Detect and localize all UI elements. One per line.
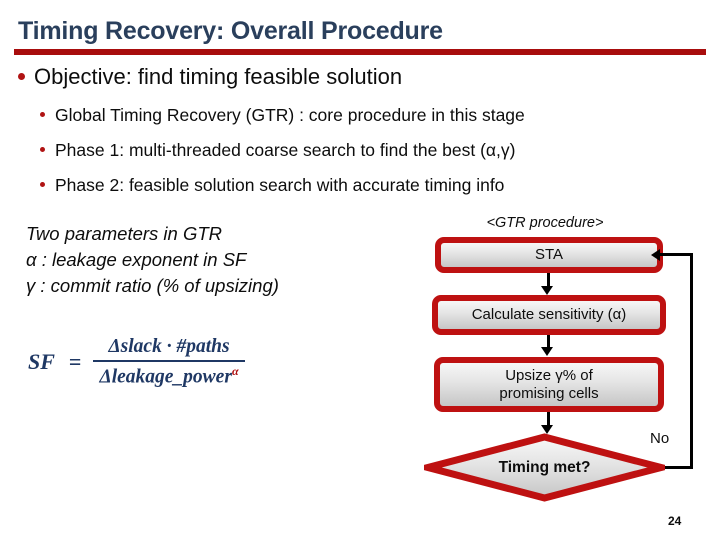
bullet-objective: Objective: find timing feasible solution xyxy=(18,64,402,90)
bullet-gtr-text: Global Timing Recovery (GTR) : core proc… xyxy=(55,105,525,125)
flow-node-sensitivity-label: Calculate sensitivity (α) xyxy=(471,306,627,323)
formula-equals: = xyxy=(68,349,82,375)
connector-sensitivity-to-upsize xyxy=(547,335,550,348)
page-title: Timing Recovery: Overall Procedure xyxy=(18,17,443,45)
flow-node-decision[interactable]: Timing met? xyxy=(424,433,665,502)
arrowhead-down-icon xyxy=(541,347,553,356)
flow-node-decision-label: Timing met? xyxy=(498,458,591,476)
bullet-dot-icon xyxy=(40,182,45,188)
feedback-edge-vertical xyxy=(690,253,693,469)
bullet-phase-1-text: Phase 1: multi-threaded coarse search to… xyxy=(55,140,516,160)
bullet-objective-text: Objective: find timing feasible solution xyxy=(34,64,403,89)
flowchart-caption: <GTR procedure> xyxy=(486,215,604,231)
bullet-phase-1: Phase 1: multi-threaded coarse search to… xyxy=(40,140,516,161)
flow-node-calculate-sensitivity[interactable]: Calculate sensitivity (α) xyxy=(432,295,666,335)
title-divider xyxy=(14,49,706,55)
flow-node-upsize[interactable]: Upsize γ% of promising cells xyxy=(434,357,664,412)
note-line-gamma: γ : commit ratio (% of upsizing) xyxy=(26,275,279,296)
bullet-gtr: Global Timing Recovery (GTR) : core proc… xyxy=(40,105,525,126)
connector-upsize-to-decision xyxy=(547,412,550,426)
flow-node-sta[interactable]: STA xyxy=(435,237,663,273)
parameters-note: Two parameters in GTR α : leakage expone… xyxy=(26,221,279,299)
note-line-parameters: Two parameters in GTR xyxy=(26,223,223,244)
formula-lhs: SF xyxy=(28,349,55,375)
bullet-dot-icon xyxy=(40,147,45,153)
formula-exponent: α xyxy=(231,364,239,378)
formula-fraction-bar xyxy=(93,360,245,362)
bullet-phase-2-text: Phase 2: feasible solution search with a… xyxy=(55,175,505,195)
connector-sta-to-sensitivity xyxy=(547,273,550,287)
bullet-dot-icon xyxy=(18,73,25,81)
feedback-edge-top xyxy=(660,253,693,256)
arrowhead-left-icon xyxy=(651,248,660,261)
flow-node-sta-label: STA xyxy=(534,246,564,263)
formula-denominator: Δleakage_power xyxy=(99,366,232,388)
formula-denominator-wrap: Δleakage_powerα xyxy=(93,362,244,389)
flow-node-decision-shape[interactable] xyxy=(424,433,665,502)
feedback-edge-bottom xyxy=(665,466,693,469)
arrowhead-down-icon xyxy=(541,425,553,434)
page-number: 24 xyxy=(668,514,682,528)
formula-fraction: Δslack · #paths Δleakage_powerα xyxy=(93,336,245,389)
sf-formula: SF = Δslack · #paths Δleakage_powerα xyxy=(28,336,245,389)
edge-label-no: No xyxy=(650,430,670,447)
flow-node-upsize-label: Upsize γ% of promising cells xyxy=(499,367,598,403)
gtr-flowchart: <GTR procedure> STA Calculate sensitivit… xyxy=(410,208,720,508)
bullet-phase-2: Phase 2: feasible solution search with a… xyxy=(40,175,504,196)
arrowhead-down-icon xyxy=(541,286,553,295)
flow-node-upsize-line1: Upsize γ% of xyxy=(505,366,593,384)
note-line-alpha: α : leakage exponent in SF xyxy=(26,249,247,270)
formula-numerator: Δslack · #paths xyxy=(108,336,230,357)
flow-node-upsize-line2: promising cells xyxy=(499,384,599,402)
bullet-dot-icon xyxy=(40,112,45,118)
